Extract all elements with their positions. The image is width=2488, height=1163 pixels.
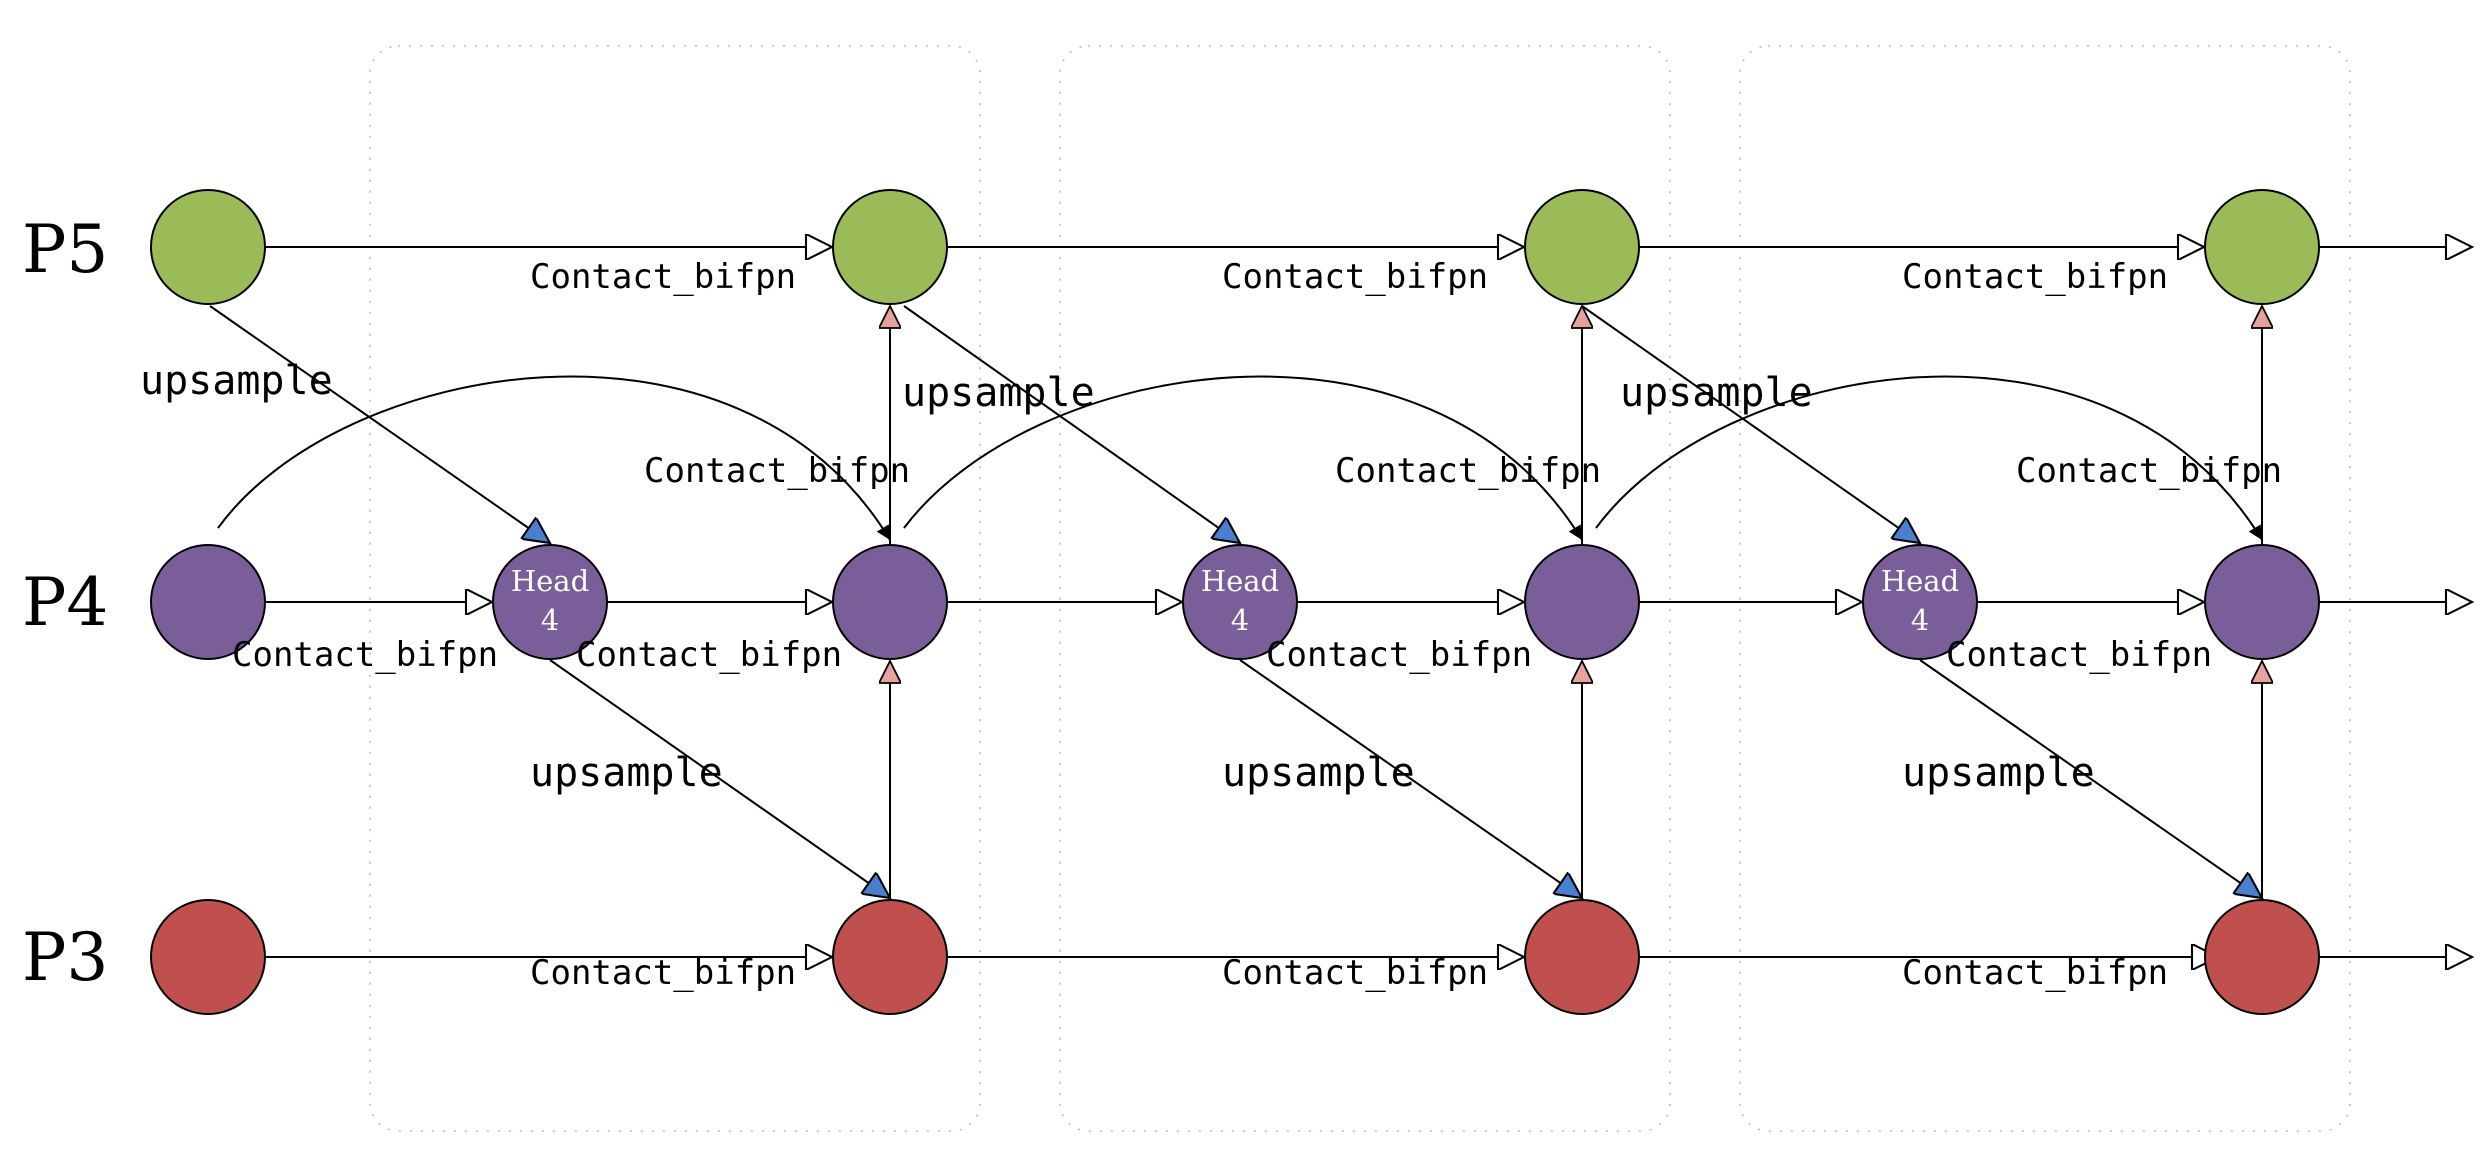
- head-3-title: Head: [1881, 564, 1959, 598]
- level-label-p4: P4: [22, 564, 108, 641]
- label-contact-p5-2: Contact_bifpn: [1222, 257, 1488, 297]
- node-p5-stage-1: [832, 189, 948, 305]
- label-contact-p4-1: Contact_bifpn: [576, 635, 842, 675]
- node-p5-input: [150, 189, 266, 305]
- node-p3-input: [150, 899, 266, 1015]
- label-contact-arc-3: Contact_bifpn: [2016, 451, 2282, 491]
- label-upsample-top-1: upsample: [140, 358, 333, 404]
- edge-upsample-p5-head-1: [209, 305, 550, 543]
- label-upsample-bottom-3: upsample: [1902, 750, 2095, 796]
- node-p4-input: [150, 544, 266, 660]
- edge-upsample-p5-head-3: [1581, 305, 1920, 543]
- label-contact-p5-3: Contact_bifpn: [1902, 257, 2168, 297]
- head-2-title: Head: [1201, 564, 1279, 598]
- edge-skip-arc-3: [1595, 375, 2263, 541]
- stage-box-2: [1059, 45, 1671, 1132]
- label-upsample-top-2: upsample: [902, 370, 1095, 416]
- head-3-number: 4: [1911, 603, 1929, 637]
- edge-upsample-head-p3-2: [1239, 659, 1582, 898]
- edge-upsample-p5-head-2: [903, 305, 1240, 543]
- node-p3-stage-3: [2204, 899, 2320, 1015]
- level-label-p5: P5: [22, 211, 108, 288]
- label-contact-p4-input: Contact_bifpn: [232, 635, 498, 675]
- head-2-number: 4: [1231, 603, 1249, 637]
- node-head-2: [1182, 544, 1298, 660]
- head-1-title: Head: [511, 564, 589, 598]
- node-p5-stage-2: [1524, 189, 1640, 305]
- label-upsample-bottom-2: upsample: [1222, 750, 1415, 796]
- head-1-number: 4: [541, 603, 559, 637]
- label-contact-p5-1: Contact_bifpn: [530, 257, 796, 297]
- label-upsample-top-3: upsample: [1620, 370, 1813, 416]
- node-p4-stage-1: [832, 544, 948, 660]
- edge-upsample-head-p3-1: [549, 659, 890, 898]
- node-p3-stage-2: [1524, 899, 1640, 1015]
- label-upsample-bottom-1: upsample: [530, 750, 723, 796]
- label-contact-p3-1: Contact_bifpn: [530, 953, 796, 993]
- node-p4-stage-3: [2204, 544, 2320, 660]
- label-contact-p3-2: Contact_bifpn: [1222, 953, 1488, 993]
- stage-box-1: [369, 45, 981, 1132]
- edge-skip-arc-1: [217, 375, 891, 541]
- label-contact-arc-1: Contact_bifpn: [644, 451, 910, 491]
- node-head-1: [492, 544, 608, 660]
- label-contact-arc-2: Contact_bifpn: [1335, 451, 1601, 491]
- edge-upsample-head-p3-3: [1919, 659, 2262, 898]
- node-head-3: [1862, 544, 1978, 660]
- node-p5-stage-3: [2204, 189, 2320, 305]
- level-label-p3: P3: [22, 919, 108, 996]
- label-contact-p4-2: Contact_bifpn: [1266, 635, 1532, 675]
- node-p3-stage-1: [832, 899, 948, 1015]
- edge-skip-arc-2: [903, 375, 1583, 541]
- label-contact-p4-3: Contact_bifpn: [1946, 635, 2212, 675]
- node-p4-stage-2: [1524, 544, 1640, 660]
- label-contact-p3-3: Contact_bifpn: [1902, 953, 2168, 993]
- stage-box-3: [1739, 45, 2351, 1132]
